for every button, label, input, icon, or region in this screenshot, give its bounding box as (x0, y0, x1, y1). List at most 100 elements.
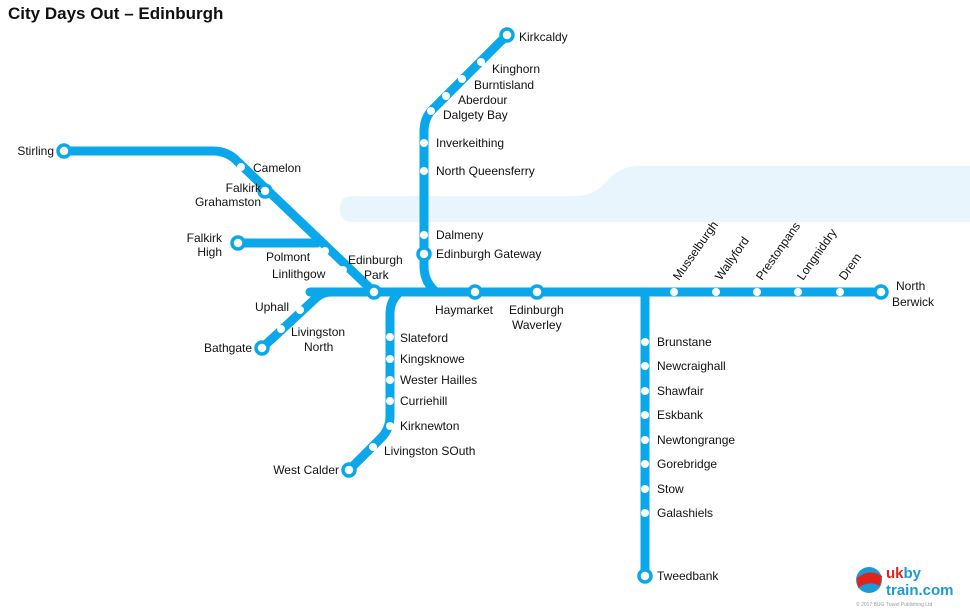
label-aberdour: Aberdour (458, 93, 507, 107)
station-marker-edinburgh-waverley (529, 284, 545, 300)
route-bathgate (257, 287, 337, 353)
label-kirkcaldy: Kirkcaldy (519, 30, 568, 44)
label-eskbank: Eskbank (657, 408, 704, 422)
page-title: City Days Out – Edinburgh (8, 4, 224, 23)
station-marker-falkirk-grahamston (257, 183, 273, 199)
stop-livingston-north (277, 325, 285, 333)
stop-uphall (296, 306, 304, 314)
label-bathgate: Bathgate (204, 341, 252, 355)
label-north-berwick-2: Berwick (892, 295, 935, 309)
label-brunstane: Brunstane (657, 335, 712, 349)
label-gorebridge: Gorebridge (657, 457, 717, 471)
station-marker-stirling (56, 143, 72, 159)
label-edinburgh-park-1: Edinburgh (348, 253, 403, 267)
intermediate-stops (237, 58, 844, 517)
stop-burntisland (458, 75, 466, 83)
label-livingston-north-2: North (304, 340, 333, 354)
stop-stow (641, 485, 649, 493)
label-falkirk-grahamston-2: Grahamston (195, 195, 261, 209)
label-shawfair: Shawfair (657, 384, 704, 398)
label-west-calder: West Calder (273, 463, 339, 477)
stop-linlithgow (339, 266, 347, 274)
stop-north-queensferry (420, 167, 428, 175)
label-longniddry: Longniddry (794, 226, 840, 283)
label-falkirk-grahamston-1: Falkirk (226, 181, 262, 195)
ukbytrain-logo: ukby train.com © 2017 BUG Travel Publish… (856, 565, 954, 608)
label-burntisland: Burntisland (474, 78, 534, 92)
label-edinburgh-gateway: Edinburgh Gateway (436, 247, 541, 261)
logo-text-domain: train.com (886, 582, 954, 599)
stop-curriehill (386, 397, 394, 405)
stop-kinghorn (477, 58, 485, 66)
stop-shawfair (641, 387, 649, 395)
route-stirling (59, 146, 379, 297)
station-marker-haymarket (467, 284, 483, 300)
stop-prestonpans (753, 288, 761, 296)
logo-train-icon (857, 572, 882, 588)
stop-drem (836, 288, 844, 296)
stop-slateford (386, 333, 394, 341)
label-uphall: Uphall (255, 300, 289, 314)
station-marker-edinburgh-gateway (416, 246, 432, 262)
label-stirling: Stirling (17, 144, 54, 158)
station-labels: Kirkcaldy Kinghorn Burntisland Aberdour … (17, 30, 935, 583)
label-falkirk-high-2: High (197, 245, 222, 259)
label-kinghorn: Kinghorn (492, 62, 540, 76)
routes (59, 30, 886, 581)
label-haymarket: Haymarket (435, 303, 494, 317)
label-tweedbank: Tweedbank (657, 569, 719, 583)
stop-newtongrange (641, 436, 649, 444)
label-stow: Stow (657, 482, 684, 496)
stop-gorebridge (641, 460, 649, 468)
label-edinburgh-waverley-1: Edinburgh (509, 303, 564, 317)
label-drem: Drem (836, 251, 864, 283)
label-inverkeithing: Inverkeithing (436, 136, 504, 150)
label-north-queensferry: North Queensferry (436, 164, 535, 178)
station-marker-kirkcaldy (499, 27, 515, 43)
label-dalgety-bay: Dalgety Bay (443, 108, 508, 122)
terminus-stations (56, 27, 889, 584)
label-galashiels: Galashiels (657, 506, 713, 520)
station-marker-west-calder (341, 462, 357, 478)
firth-of-forth-water (340, 166, 970, 222)
label-polmont: Polmont (266, 250, 311, 264)
stop-inverkeithing (420, 139, 428, 147)
label-curriehill: Curriehill (400, 394, 447, 408)
label-falkirk-high-1: Falkirk (187, 231, 223, 245)
label-wester-hailles: Wester Hailles (400, 373, 477, 387)
route-west-calder (344, 287, 405, 475)
copyright-text: © 2017 BUG Travel Publishing Ltd (856, 601, 932, 608)
stop-dalgety-bay (427, 107, 435, 115)
stop-longniddry (794, 288, 802, 296)
label-kingsknowe: Kingsknowe (400, 352, 465, 366)
label-kirknewton: Kirknewton (400, 419, 459, 433)
label-edinburgh-park-2: Park (364, 268, 390, 282)
station-marker-falkirk-high (230, 235, 246, 251)
station-marker-edinburgh-park (366, 284, 382, 300)
station-marker-bathgate (254, 340, 270, 356)
stop-wester-hailles (386, 376, 394, 384)
stop-camelon (237, 163, 245, 171)
label-camelon: Camelon (253, 161, 301, 175)
label-livingston-south: Livingston SOuth (384, 444, 475, 458)
label-wallyford: Wallyford (712, 234, 752, 283)
stop-musselburgh (670, 288, 678, 296)
stop-eskbank (641, 411, 649, 419)
stop-wallyford (712, 288, 720, 296)
label-linlithgow: Linlithgow (272, 267, 326, 281)
stop-dalmeny (420, 231, 428, 239)
label-edinburgh-waverley-2: Waverley (512, 318, 562, 332)
station-marker-north-berwick (873, 284, 889, 300)
label-north-berwick-1: North (896, 279, 925, 293)
stop-polmont (321, 247, 329, 255)
logo-text: ukby (886, 565, 922, 582)
label-livingston-north-1: Livingston (291, 325, 345, 339)
stop-aberdour (442, 92, 450, 100)
label-dalmeny: Dalmeny (436, 228, 483, 242)
stop-newcraighall (641, 362, 649, 370)
stop-galashiels (641, 509, 649, 517)
label-newtongrange: Newtongrange (657, 433, 735, 447)
station-marker-tweedbank (637, 568, 653, 584)
stop-livingston-south (369, 443, 377, 451)
